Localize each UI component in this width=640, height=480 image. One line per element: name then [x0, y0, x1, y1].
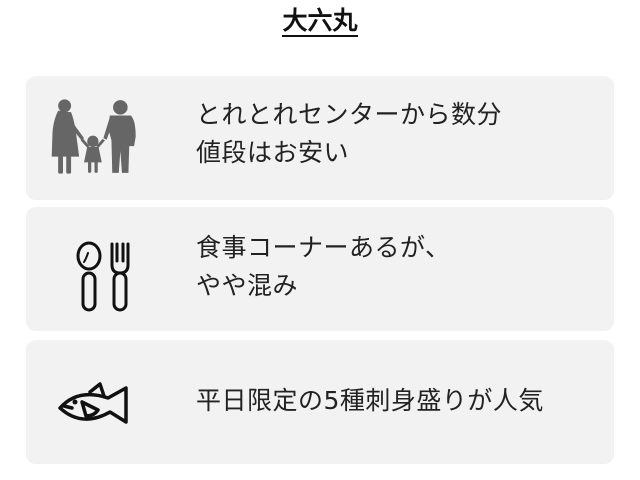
card-line-2: やや混み: [196, 271, 299, 300]
card-line-1: とれとれセンターから数分: [196, 100, 503, 129]
card-line-2: 値段はお安い: [196, 138, 350, 167]
info-card-access: とれとれセンターから数分 値段はお安い: [26, 76, 614, 200]
card-text-dining: 食事コーナーあるが、 やや混み: [196, 229, 451, 305]
family-silhouette-icon: [42, 86, 147, 191]
info-card-sashimi: 平日限定の5種刺身盛りが人気: [26, 340, 614, 464]
page-title: 大六丸: [0, 6, 640, 37]
card-line-1: 平日限定の5種刺身盛りが人気: [196, 386, 544, 415]
info-card-dining: 食事コーナーあるが、 やや混み: [26, 207, 614, 331]
card-text-access: とれとれセンターから数分 値段はお安い: [196, 96, 502, 172]
card-line-1: 食事コーナーあるが、: [196, 233, 451, 262]
fish-icon: [42, 350, 147, 455]
card-text-sashimi: 平日限定の5種刺身盛りが人気: [196, 382, 544, 420]
title-text: 大六丸: [282, 6, 358, 37]
spoon-fork-icon: [42, 217, 147, 322]
